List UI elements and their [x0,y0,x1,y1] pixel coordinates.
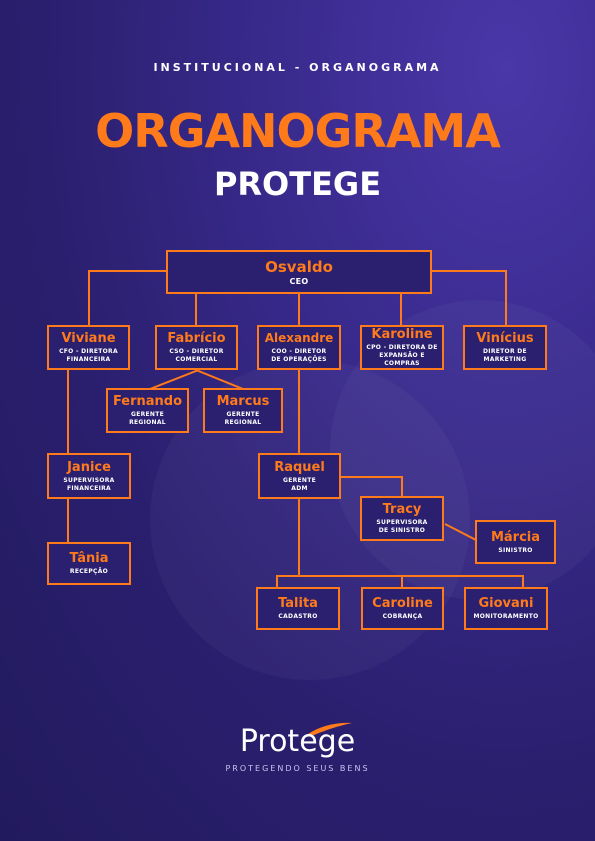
node-name: Karoline [371,327,433,342]
node-name: Alexandre [264,331,334,345]
node-role: SUPERVISORA FINANCEIRA [63,476,115,492]
node-role: GERENTE REGIONAL [224,411,262,426]
node-role: GERENTE ADM [282,476,317,492]
node-role: CSO - DIRETOR COMERCIAL [169,348,224,363]
node-name: Fabrício [167,331,226,346]
node-name: Fernando [112,394,183,409]
node-role: DIRETOR DE MARKETING [483,348,527,363]
org-node-cpo: Karoline CPO - DIRETORA DE EXPANSÃO E CO… [360,325,444,370]
org-node-regional-1: Fernando GERENTE REGIONAL [106,388,189,433]
org-node-claims: Márcia SINISTRO [475,520,556,564]
node-name: Viviane [61,331,116,346]
node-name: Marcus [216,394,270,409]
org-node-billing: Caroline COBRANÇA [361,587,444,630]
node-role: MONITORAMENTO [473,613,539,620]
node-name: Tracy [382,502,422,517]
logo-swoosh-icon [308,722,352,735]
org-node-cfo: Viviane CFO - DIRETORA FINANCEIRA [47,325,130,370]
node-name: Janice [67,459,111,475]
node-name: Talita [278,596,318,611]
node-role: SUPERVISORA DE SINISTRO [376,519,428,534]
node-role: CEO [289,277,309,286]
node-name: Raquel [274,459,325,475]
org-node-coo: Alexandre COO - DIRETOR DE OPERAÇÕES [257,325,341,370]
node-role: COO - DIRETOR DE OPERAÇÕES [271,348,327,363]
node-role: GERENTE REGIONAL [129,411,166,426]
node-name: Vinícius [476,331,534,346]
node-role: RECEPÇÃO [69,568,109,575]
org-node-regional-2: Marcus GERENTE REGIONAL [203,388,283,433]
org-node-reception: Tânia RECEPÇÃO [47,542,131,585]
node-role: COBRANÇA [382,613,423,620]
org-node-marketing: Vinícius DIRETOR DE MARKETING [463,325,547,370]
page-subtitle: PROTEGE [213,165,382,203]
org-node-finance-supervisor: Janice SUPERVISORA FINANCEIRA [47,453,131,499]
node-name: Osvaldo [265,258,333,276]
org-node-cso: Fabrício CSO - DIRETOR COMERCIAL [155,325,238,370]
org-node-admin-manager: Raquel GERENTE ADM [258,453,341,499]
node-role: SINISTRO [498,546,533,554]
brand-logo: Protege [239,724,356,759]
org-node-registration: Talita CADASTRO [256,587,340,630]
node-name: Márcia [490,529,541,545]
node-name: Tânia [69,551,109,566]
node-role: CFO - DIRETORA FINANCEIRA [59,348,118,363]
org-node-ceo: Osvaldo CEO [166,250,432,294]
node-role: CPO - DIRETORA DE EXPANSÃO E COMPRAS [366,344,438,367]
org-node-claims-supervisor: Tracy SUPERVISORA DE SINISTRO [360,496,444,541]
org-node-monitoring: Giovani MONITORAMENTO [464,587,548,630]
brand-tagline: PROTEGENDO SEUS BENS [225,764,370,773]
node-role: CADASTRO [278,613,318,620]
section-label: INSTITUCIONAL - ORGANOGRAMA [153,61,442,74]
node-name: Caroline [372,596,433,611]
node-name: Giovani [478,596,534,611]
page-title: ORGANOGRAMA [95,104,501,158]
